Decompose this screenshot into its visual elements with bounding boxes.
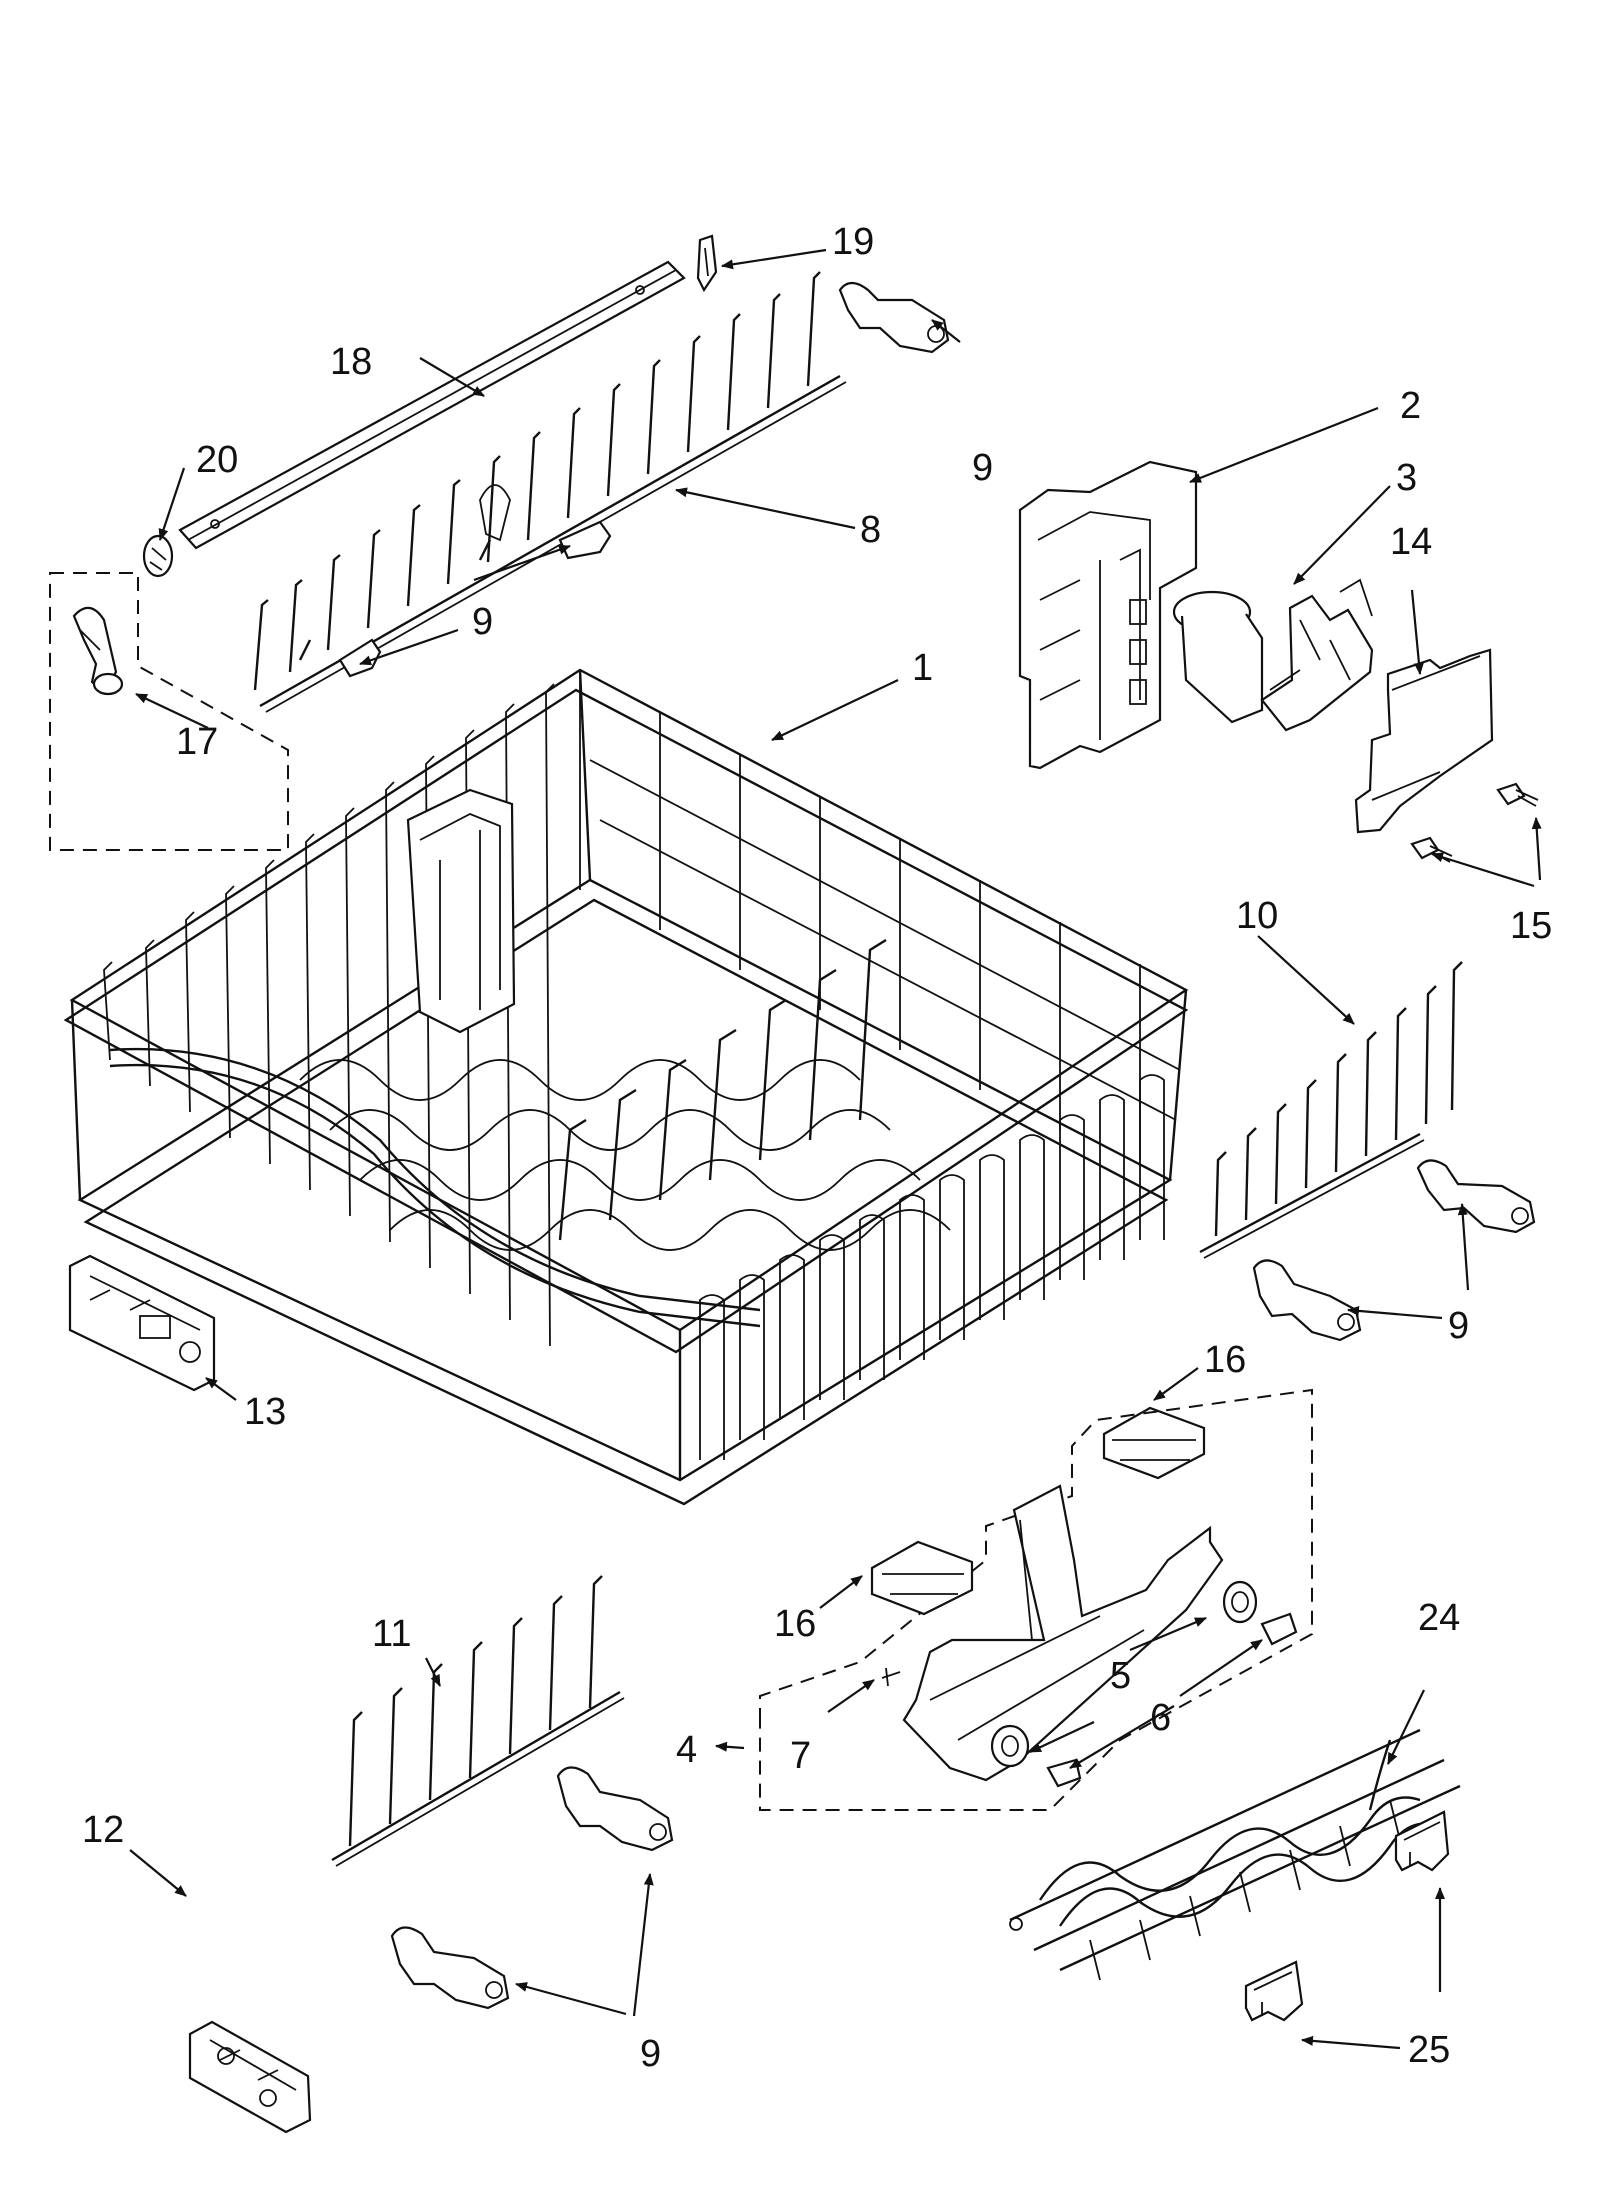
leader-lines bbox=[129, 248, 1542, 2050]
callout-24: 24 bbox=[1418, 1597, 1460, 1639]
callout-8: 8 bbox=[860, 509, 881, 551]
callout-12: 12 bbox=[82, 1809, 124, 1851]
callout-14: 14 bbox=[1390, 521, 1432, 563]
dispenser-part-17 bbox=[49, 572, 289, 851]
callout-10: 10 bbox=[1236, 895, 1278, 937]
callout-16-upper: 16 bbox=[1204, 1339, 1246, 1381]
callout-3: 3 bbox=[1396, 457, 1417, 499]
clip-part-25 bbox=[1244, 1810, 1450, 2022]
screws-part-15 bbox=[1410, 782, 1539, 863]
cover-plate-part-14 bbox=[1354, 648, 1494, 834]
callout-18: 18 bbox=[330, 341, 372, 383]
rail-clip-part-13 bbox=[68, 1254, 216, 1392]
bracket-part-2 bbox=[1018, 460, 1198, 770]
callout-4: 4 bbox=[676, 1729, 697, 1771]
rail-part-18 bbox=[178, 260, 686, 550]
callout-2: 2 bbox=[1400, 385, 1421, 427]
adjuster-assembly-part-4 bbox=[759, 1388, 1313, 1811]
slide-part-16-lower bbox=[870, 1540, 974, 1616]
callout-9-top-right: 9 bbox=[972, 447, 993, 489]
callout-5: 5 bbox=[1110, 1655, 1131, 1697]
clip-part-9-lower bbox=[390, 1766, 674, 2010]
callout-20: 20 bbox=[196, 439, 238, 481]
callout-7: 7 bbox=[790, 1735, 811, 1777]
callout-9-bottom: 9 bbox=[640, 2033, 661, 2075]
end-cap-part-20 bbox=[142, 534, 174, 578]
cup-holder-part-3 bbox=[1172, 578, 1374, 732]
callout-9-right: 9 bbox=[1448, 1305, 1469, 1347]
clip-part-19 bbox=[696, 234, 718, 293]
callout-1: 1 bbox=[912, 647, 933, 689]
wire-rack-part-24 bbox=[1009, 1728, 1461, 1981]
callout-13: 13 bbox=[244, 1391, 286, 1433]
clip-part-9-top bbox=[838, 281, 950, 354]
callout-16-lower: 16 bbox=[774, 1603, 816, 1645]
callout-25: 25 bbox=[1408, 2029, 1450, 2071]
clip-part-9-right bbox=[1252, 1159, 1536, 1342]
callout-11: 11 bbox=[372, 1613, 411, 1655]
callout-19: 19 bbox=[832, 221, 874, 263]
callout-17: 17 bbox=[176, 721, 218, 763]
tine-row-part-8 bbox=[253, 271, 847, 713]
slide-part-16-upper bbox=[1102, 1406, 1206, 1480]
callout-labels: 19 18 20 17 9 8 9 2 3 14 1 15 10 9 13 16… bbox=[82, 221, 1552, 2075]
end-clip-part-12 bbox=[188, 2020, 312, 2134]
tine-row-part-10 bbox=[1199, 961, 1463, 1259]
callout-15: 15 bbox=[1510, 905, 1552, 947]
callout-9-top-left: 9 bbox=[472, 601, 493, 643]
main-rack-part-1 bbox=[63, 668, 1189, 1506]
callout-6: 6 bbox=[1150, 1697, 1171, 1739]
